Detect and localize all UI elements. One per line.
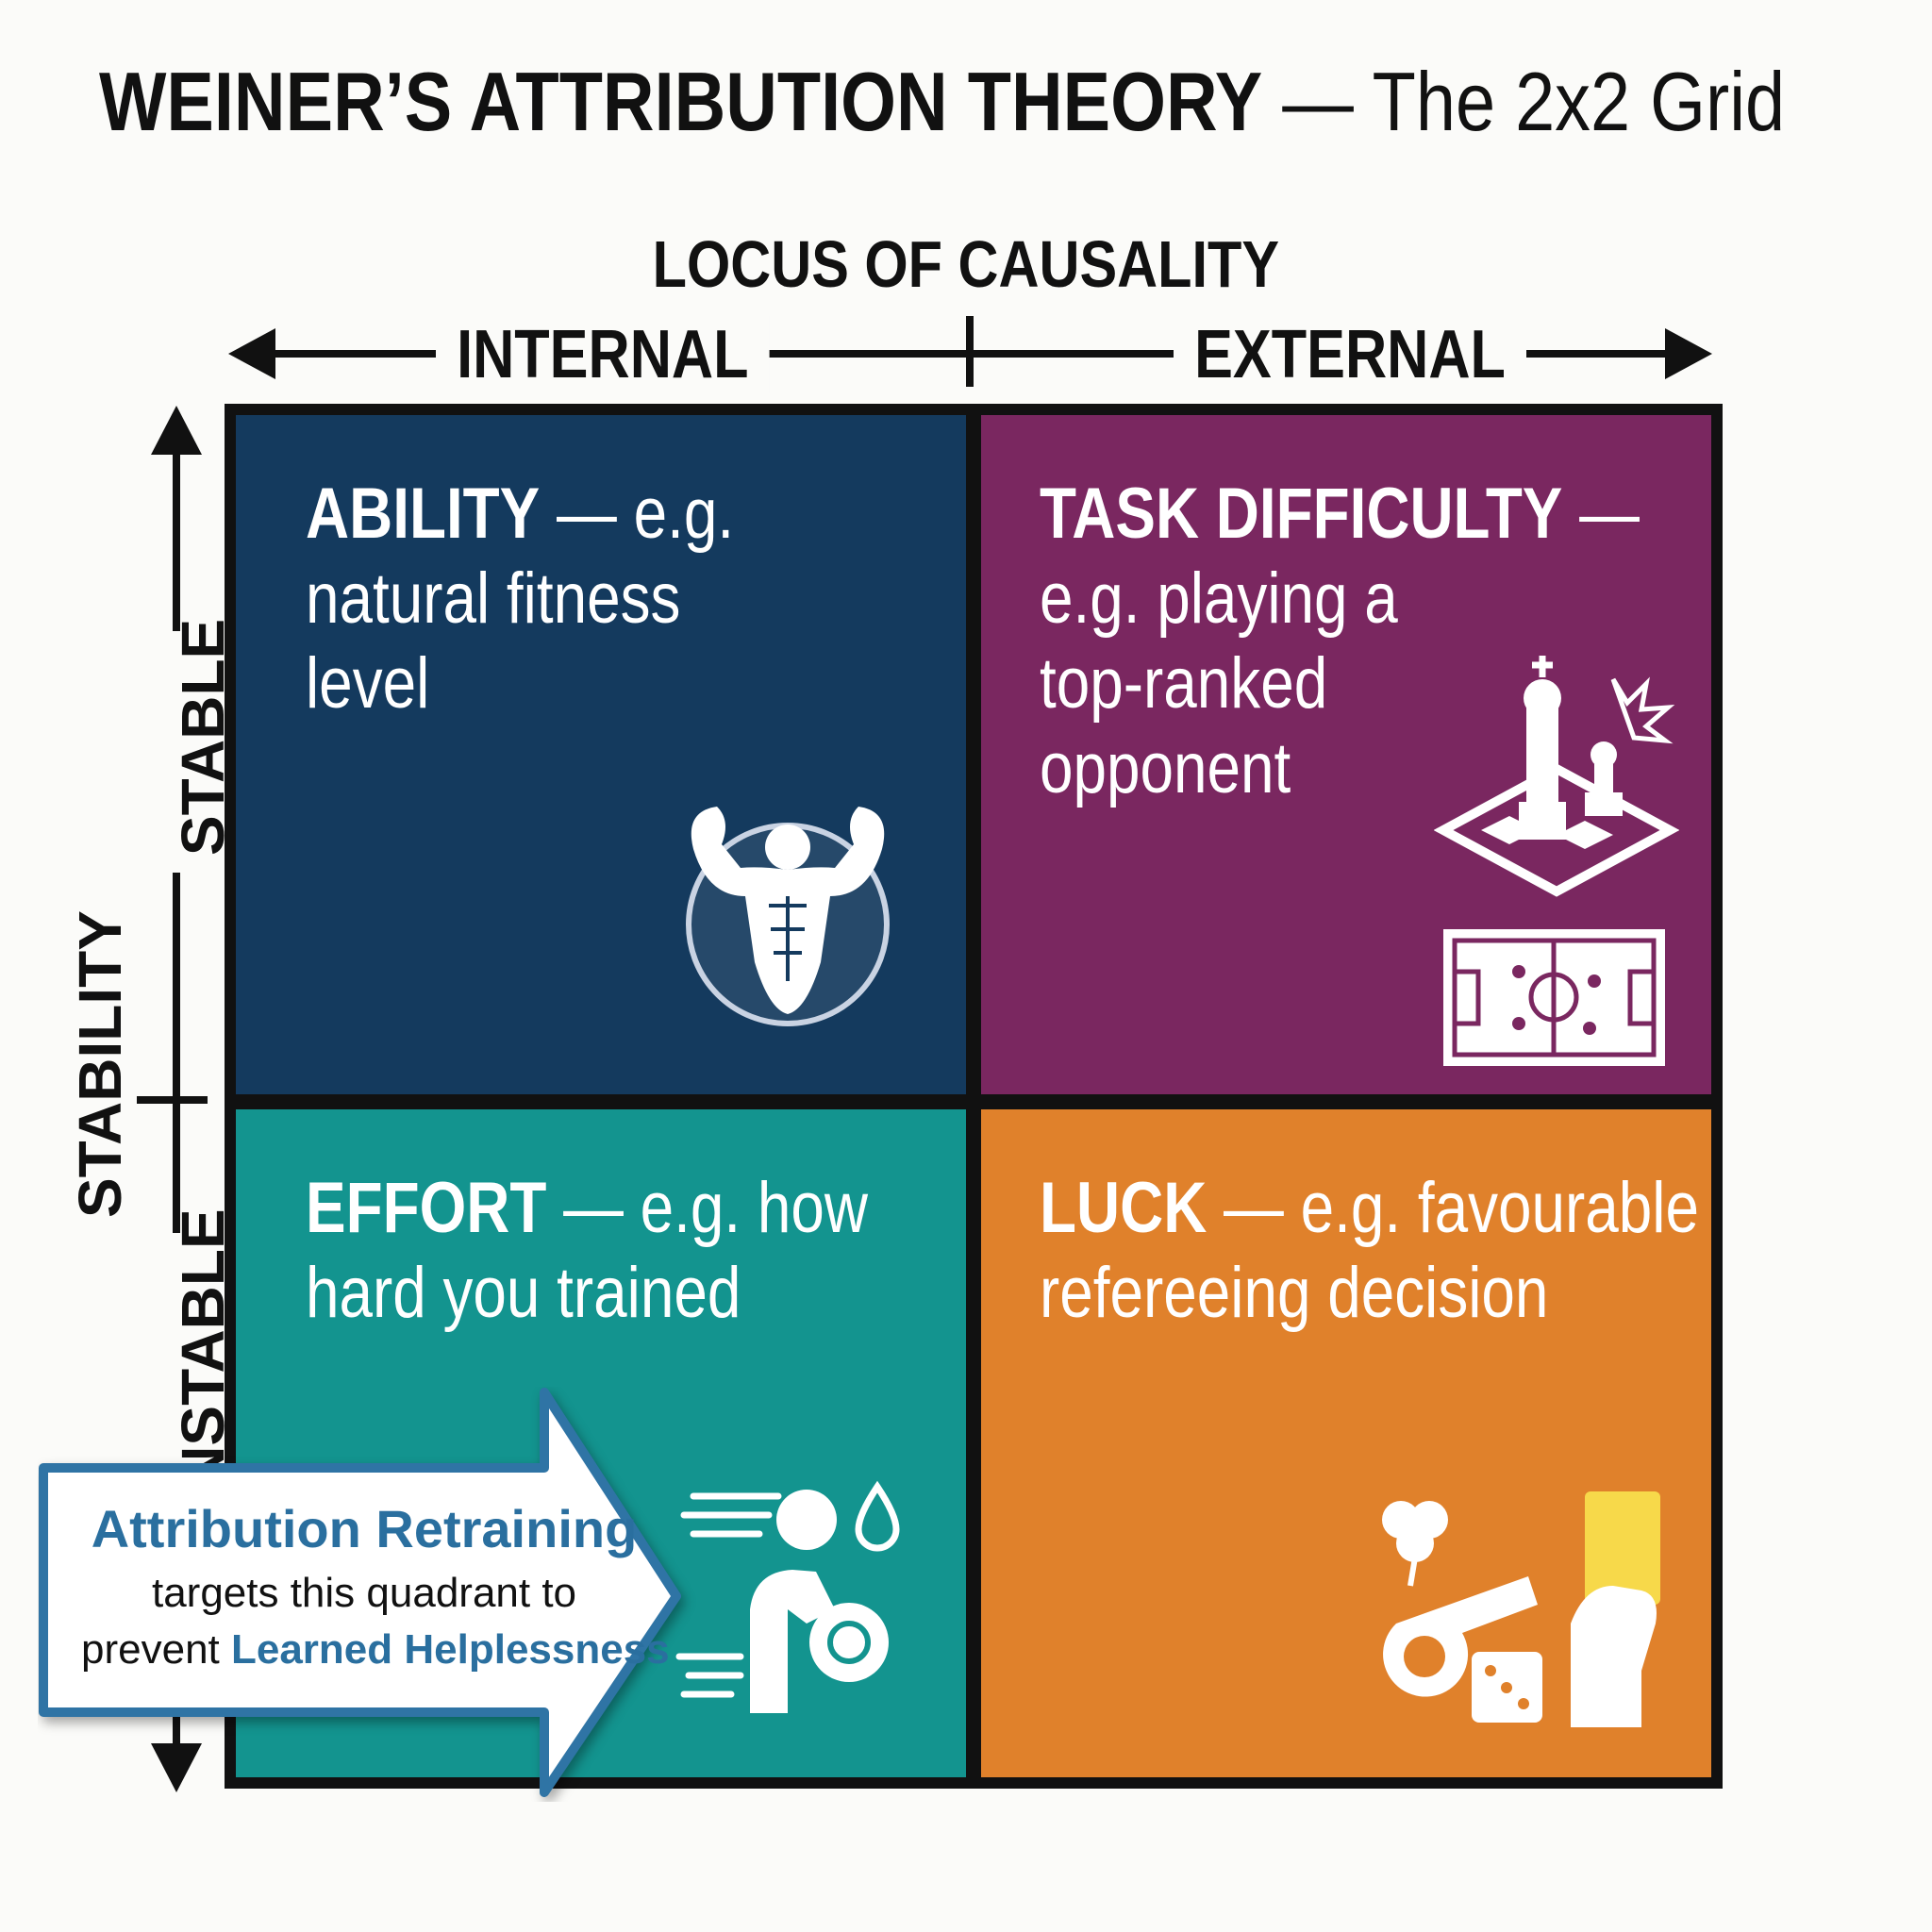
quadrant-ability: ABILITY — e.g. natural fitness level	[236, 415, 966, 1094]
vertical-axis-title: STABILITY	[66, 910, 134, 1218]
title-bold: WEINER’S ATTRIBUTION THEORY	[99, 55, 1263, 148]
callout-arrow-shape	[39, 1388, 681, 1797]
page-title: WEINER’S ATTRIBUTION THEORY — The 2x2 Gr…	[99, 55, 1785, 149]
callout-line3: prevent Learned Helplessness	[81, 1626, 670, 1673]
axis-label-internal: INTERNAL	[436, 316, 770, 393]
quadrant-task-difficulty: TASK DIFFICULTY — e.g. playing a top-ran…	[981, 415, 1711, 1094]
quadrant-effort-text: EFFORT — e.g. how hard you trained	[306, 1168, 868, 1333]
axis-label-external: EXTERNAL	[1174, 316, 1527, 393]
quadrant-ability-text: ABILITY — e.g. natural fitness level	[306, 474, 735, 724]
luck-icon	[1382, 1491, 1660, 1727]
chess-icon	[1434, 656, 1679, 1066]
quadrant-luck-text: LUCK — e.g. favourable refereeing decisi…	[1040, 1168, 1699, 1333]
quadrant-task-difficulty-text: TASK DIFFICULTY — e.g. playing a top-ran…	[1040, 474, 1640, 808]
horizontal-axis-title: LOCUS OF CAUSALITY	[0, 226, 1932, 302]
attribution-retraining-callout: Attribution Retraining targets this quad…	[38, 1387, 689, 1797]
horizontal-axis-title-text: LOCUS OF CAUSALITY	[652, 227, 1280, 301]
quadrant-luck: LUCK — e.g. favourable refereeing decisi…	[981, 1109, 1711, 1777]
muscle-icon	[686, 807, 890, 1026]
callout-title: Attribution Retraining	[91, 1499, 638, 1558]
title-rest: — The 2x2 Grid	[1262, 55, 1786, 148]
training-icon	[675, 1480, 900, 1713]
callout-line2: targets this quadrant to	[151, 1570, 577, 1616]
horizontal-axis-arrow	[228, 316, 1712, 387]
learned-helplessness-highlight: Learned Helplessness	[230, 1626, 670, 1673]
